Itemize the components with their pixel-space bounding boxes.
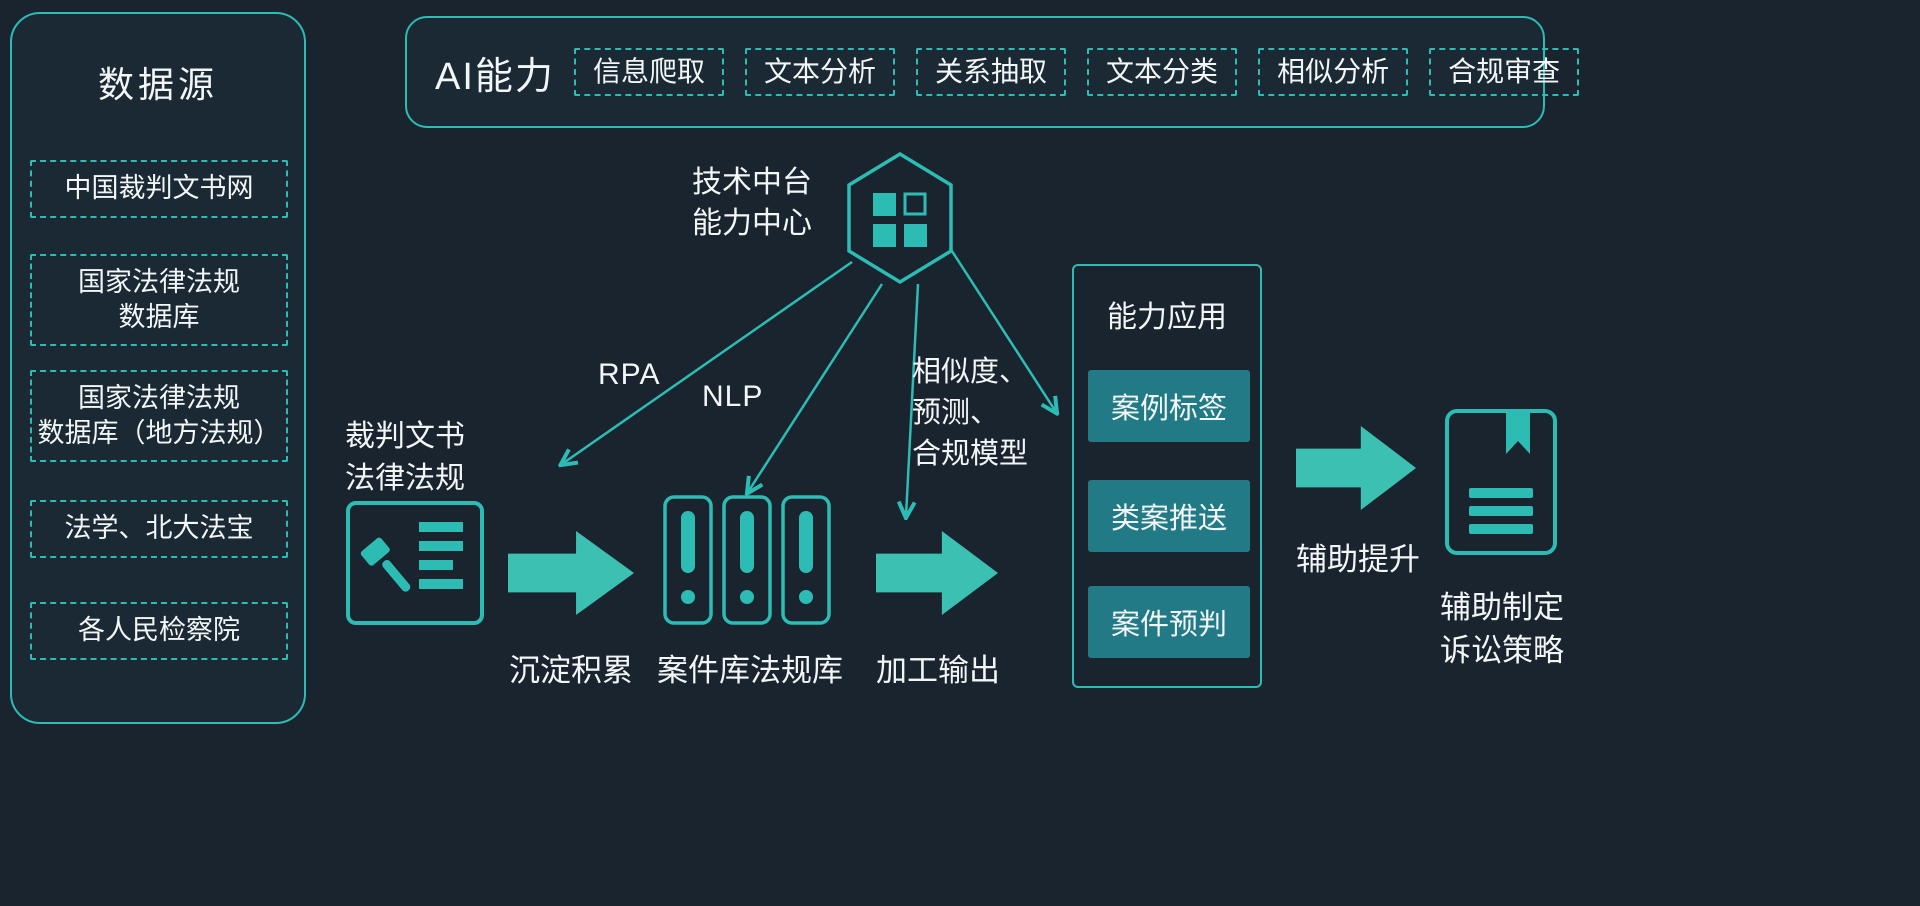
applications-title: 能力应用	[1107, 301, 1227, 334]
ai-capabilities-panel: AI能力 信息爬取 文本分析 关系抽取 文本分类 相似分析 合规审查	[405, 16, 1580, 128]
gavel-document-icon	[346, 501, 484, 625]
applications-panel: 能力应用 案例标签 类案推送 案件预判	[1072, 264, 1262, 688]
edge-nlp-arrow	[748, 283, 884, 492]
case-law-repository-node	[662, 494, 832, 626]
database-icon	[722, 495, 772, 625]
edge-label-model: 相似度、 预测、 合规模型	[912, 356, 1029, 471]
hexagon-hub-icon	[847, 151, 953, 285]
caption-assist: 辅助提升	[1296, 542, 1420, 577]
edge-label-nlp: NLP	[702, 380, 764, 413]
caption-accumulate: 沉淀积累	[509, 653, 633, 688]
edge-label-rpa: RPA	[598, 358, 661, 391]
strategy-result-label: 辅助制定 诉讼策略	[1440, 590, 1564, 669]
application-case-prediction: 案件预判	[1088, 586, 1250, 658]
data-sources-panel: 数据源 中国裁判文书网 国家法律法规 数据库 国家法律法规 数据库（地方法规） …	[10, 12, 306, 724]
tech-hub-label: 技术中台 能力中心	[692, 166, 812, 240]
data-source-item-faxue-pkulaw: 法学、北大法宝	[30, 500, 288, 558]
data-source-item-national-law-db: 国家法律法规 数据库	[30, 254, 288, 346]
caption-repository: 案件库法规库	[657, 653, 843, 688]
data-source-item-procuratorates: 各人民检察院	[30, 602, 288, 660]
bookmark-document-icon	[1445, 409, 1557, 555]
ai-capability-relation-extraction: 关系抽取	[916, 48, 1067, 96]
database-icon	[663, 495, 713, 625]
application-case-tagging: 案例标签	[1088, 370, 1250, 442]
data-source-item-judgment-docs: 中国裁判文书网	[30, 160, 288, 218]
flow-arrow-process	[876, 531, 998, 615]
strategy-result-node	[1444, 408, 1558, 556]
source-documents-label: 裁判文书 法律法规	[345, 420, 465, 495]
ai-capabilities-list: 信息爬取 文本分析 关系抽取 文本分类 相似分析 合规审查	[574, 48, 1580, 96]
ai-capabilities-title: AI能力	[435, 55, 555, 98]
ai-capability-similarity-analysis: 相似分析	[1258, 48, 1409, 96]
tech-hub-node	[840, 150, 960, 286]
application-similar-case-push: 类案推送	[1088, 480, 1250, 552]
ai-capability-compliance-review: 合规审查	[1429, 48, 1580, 96]
flow-arrow-accumulate	[508, 531, 634, 615]
ai-capability-text-analysis: 文本分析	[745, 48, 896, 96]
data-source-item-local-law-db: 国家法律法规 数据库（地方法规）	[30, 370, 288, 462]
ai-capability-info-crawling: 信息爬取	[574, 48, 725, 96]
caption-process-output: 加工输出	[876, 653, 1000, 688]
data-sources-title: 数据源	[97, 64, 218, 105]
database-icon	[781, 495, 831, 625]
ai-capability-text-classification: 文本分类	[1087, 48, 1238, 96]
source-documents-node	[345, 500, 485, 626]
flow-arrow-assist	[1296, 426, 1416, 510]
